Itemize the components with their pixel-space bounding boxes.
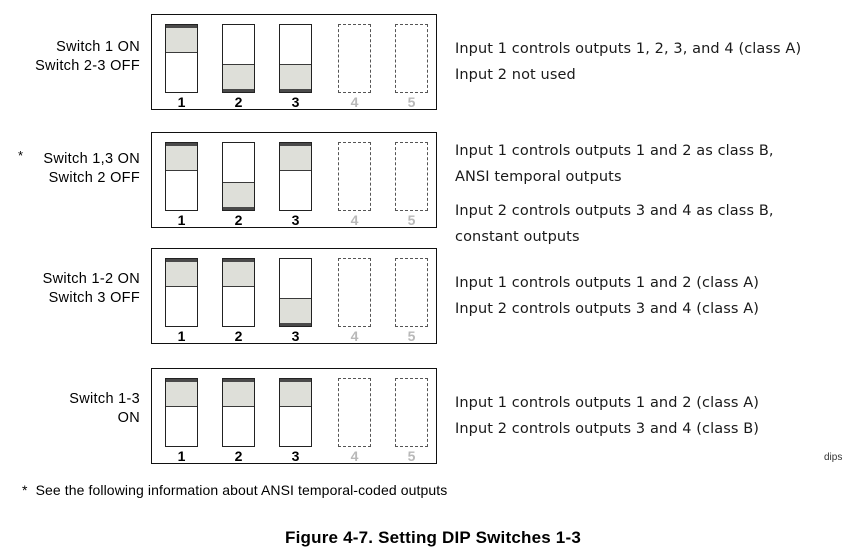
switch-number-label: 3 xyxy=(291,212,300,228)
dip-switch-panel: 1 2 3 4 5 xyxy=(151,368,437,464)
artifact-label: dips xyxy=(824,452,843,463)
dip-switch-2[interactable] xyxy=(222,258,255,327)
description-line: Input 1 controls outputs 1 and 2 (class … xyxy=(455,395,759,411)
description-line: ANSI temporal outputs xyxy=(455,169,622,185)
switch-number-label: 2 xyxy=(234,94,243,110)
dip-switch-4 xyxy=(338,258,371,327)
switch-lever-down[interactable] xyxy=(223,182,254,210)
dip-switch-2[interactable] xyxy=(222,378,255,447)
switch-lever-up[interactable] xyxy=(280,379,311,407)
dip-switch-1[interactable] xyxy=(165,24,198,93)
dip-switch-4 xyxy=(338,142,371,211)
dip-switch-4 xyxy=(338,378,371,447)
description-line: Input 1 controls outputs 1 and 2 (class … xyxy=(455,275,759,291)
switch-number-label: 5 xyxy=(407,212,416,228)
description-line: Input 2 not used xyxy=(455,67,576,83)
description-line: constant outputs xyxy=(455,229,580,245)
switch-number-label: 4 xyxy=(350,212,359,228)
dip-switch-5 xyxy=(395,142,428,211)
switch-group: 1 2 3 4 5 xyxy=(152,369,436,464)
switch-setting-description: Input 1 controls outputs 1 and 2 as clas… xyxy=(455,138,866,250)
switch-setting-label: Switch 1,3 ON Switch 2 OFF xyxy=(43,151,140,186)
dip-switch-3[interactable] xyxy=(279,258,312,327)
switch-group: 1 2 3 4 5 xyxy=(152,249,436,344)
description-spacer xyxy=(455,190,866,198)
description-line: Input 2 controls outputs 3 and 4 (class … xyxy=(455,301,759,317)
dip-switch-1[interactable] xyxy=(165,378,198,447)
switch-lever-up[interactable] xyxy=(223,259,254,287)
switch-number-label: 1 xyxy=(177,94,186,110)
switch-lever-up[interactable] xyxy=(166,259,197,287)
dip-switch-5 xyxy=(395,258,428,327)
switch-number-label: 4 xyxy=(350,328,359,344)
switch-number-label: 2 xyxy=(234,448,243,464)
dip-switch-3[interactable] xyxy=(279,142,312,211)
switch-number-label: 4 xyxy=(350,94,359,110)
switch-number-label: 4 xyxy=(350,448,359,464)
footnote-marker: * xyxy=(22,482,28,498)
dip-switch-panel: 1 2 3 4 5 xyxy=(151,14,437,110)
description-line: Input 2 controls outputs 3 and 4 (class … xyxy=(455,421,760,437)
description-line: Input 1 controls outputs 1, 2, 3, and 4 … xyxy=(455,41,802,57)
switch-number-label: 1 xyxy=(177,328,186,344)
footnote: * See the following information about ANS… xyxy=(22,482,447,498)
switch-number-label: 2 xyxy=(234,212,243,228)
switch-group: 1 2 3 4 5 xyxy=(152,15,436,110)
switch-lever-down[interactable] xyxy=(223,64,254,92)
switch-number-label: 2 xyxy=(234,328,243,344)
switch-number-label: 1 xyxy=(177,448,186,464)
switch-number-label: 1 xyxy=(177,212,186,228)
switch-lever-down[interactable] xyxy=(280,64,311,92)
switch-lever-up[interactable] xyxy=(166,143,197,171)
switch-group: 1 2 3 4 5 xyxy=(152,133,436,228)
dip-switch-5 xyxy=(395,378,428,447)
footnote-reference-marker: * xyxy=(18,148,24,163)
dip-switch-1[interactable] xyxy=(165,258,198,327)
dip-switch-1[interactable] xyxy=(165,142,198,211)
switch-lever-down[interactable] xyxy=(280,298,311,326)
dip-switch-4 xyxy=(338,24,371,93)
dip-switch-5 xyxy=(395,24,428,93)
switch-setting-label: Switch 1 ON Switch 2-3 OFF xyxy=(35,39,140,74)
switch-lever-up[interactable] xyxy=(280,143,311,171)
dip-switch-3[interactable] xyxy=(279,378,312,447)
switch-number-label: 3 xyxy=(291,328,300,344)
switch-number-label: 5 xyxy=(407,94,416,110)
switch-setting-description: Input 1 controls outputs 1 and 2 (class … xyxy=(455,270,866,322)
dip-switch-panel: 1 2 3 4 5 xyxy=(151,248,437,344)
switch-setting-description: Input 1 controls outputs 1, 2, 3, and 4 … xyxy=(455,36,866,88)
switch-number-label: 5 xyxy=(407,328,416,344)
switch-number-label: 3 xyxy=(291,94,300,110)
switch-setting-label: Switch 1-2 ON Switch 3 OFF xyxy=(42,271,140,306)
switch-number-label: 3 xyxy=(291,448,300,464)
dip-switch-2[interactable] xyxy=(222,24,255,93)
switch-lever-up[interactable] xyxy=(166,25,197,53)
dip-switch-3[interactable] xyxy=(279,24,312,93)
description-line: Input 1 controls outputs 1 and 2 as clas… xyxy=(455,143,774,159)
switch-lever-up[interactable] xyxy=(166,379,197,407)
switch-number-label: 5 xyxy=(407,448,416,464)
figure-caption: Figure 4-7. Setting DIP Switches 1-3 xyxy=(285,528,581,547)
footnote-text: See the following information about ANSI… xyxy=(35,482,448,498)
switch-setting-description: Input 1 controls outputs 1 and 2 (class … xyxy=(455,390,866,442)
dip-switch-panel: 1 2 3 4 5 xyxy=(151,132,437,228)
description-line: Input 2 controls outputs 3 and 4 as clas… xyxy=(455,203,774,219)
dip-switch-2[interactable] xyxy=(222,142,255,211)
switch-lever-up[interactable] xyxy=(223,379,254,407)
switch-setting-label: Switch 1-3 ON xyxy=(69,391,140,426)
